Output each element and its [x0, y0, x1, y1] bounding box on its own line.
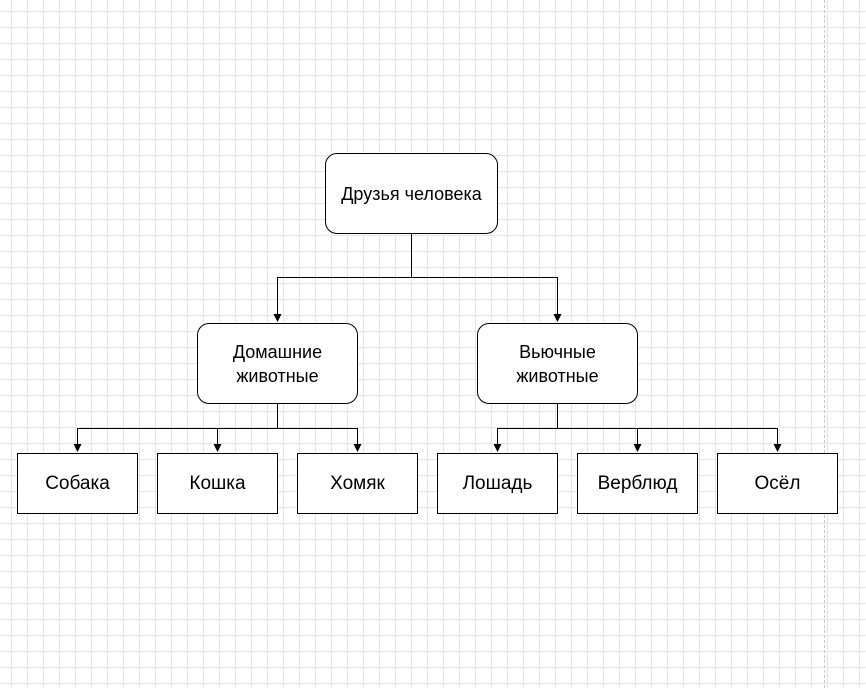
- edge-pack-to-camel[interactable]: [557, 428, 642, 452]
- leaf-node-label: Собака: [45, 472, 110, 494]
- edge-pack-to-donkey[interactable]: [637, 428, 782, 452]
- group-node-domestic-label: Домашние животные: [233, 340, 322, 388]
- leaf-node-dog[interactable]: Собака: [17, 453, 138, 514]
- page-boundary-line: [824, 0, 825, 688]
- group-label-line: животные: [516, 365, 599, 386]
- leaf-node-label: Верблюд: [597, 472, 678, 494]
- leaf-node-label: Хомяк: [330, 472, 385, 494]
- group-node-pack-label: Вьючные животные: [516, 340, 598, 388]
- group-label-line: животные: [236, 365, 319, 386]
- edge-pack-to-horse[interactable]: [493, 404, 558, 452]
- edge-root-to-domestic[interactable]: [273, 234, 412, 322]
- leaf-node-horse[interactable]: Лошадь: [437, 453, 558, 514]
- edge-root-to-pack[interactable]: [411, 277, 562, 322]
- group-node-pack[interactable]: Вьючные животные: [477, 323, 638, 404]
- root-node[interactable]: Друзья человека: [325, 153, 498, 234]
- group-node-domestic[interactable]: Домашние животные: [197, 323, 358, 404]
- leaf-node-label: Лошадь: [462, 472, 533, 494]
- edge-domestic-to-hamster[interactable]: [277, 428, 362, 452]
- leaf-node-label: Кошка: [189, 472, 246, 494]
- leaf-node-label: Осёл: [754, 472, 801, 494]
- leaf-node-donkey[interactable]: Осёл: [717, 453, 838, 514]
- group-label-line: Вьючные: [519, 341, 596, 362]
- group-label-line: Домашние: [232, 341, 323, 362]
- edge-domestic-to-dog[interactable]: [73, 404, 278, 452]
- leaf-node-cat[interactable]: Кошка: [157, 453, 278, 514]
- root-node-label: Друзья человека: [341, 183, 482, 204]
- leaf-node-hamster[interactable]: Хомяк: [297, 453, 418, 514]
- leaf-node-camel[interactable]: Верблюд: [577, 453, 698, 514]
